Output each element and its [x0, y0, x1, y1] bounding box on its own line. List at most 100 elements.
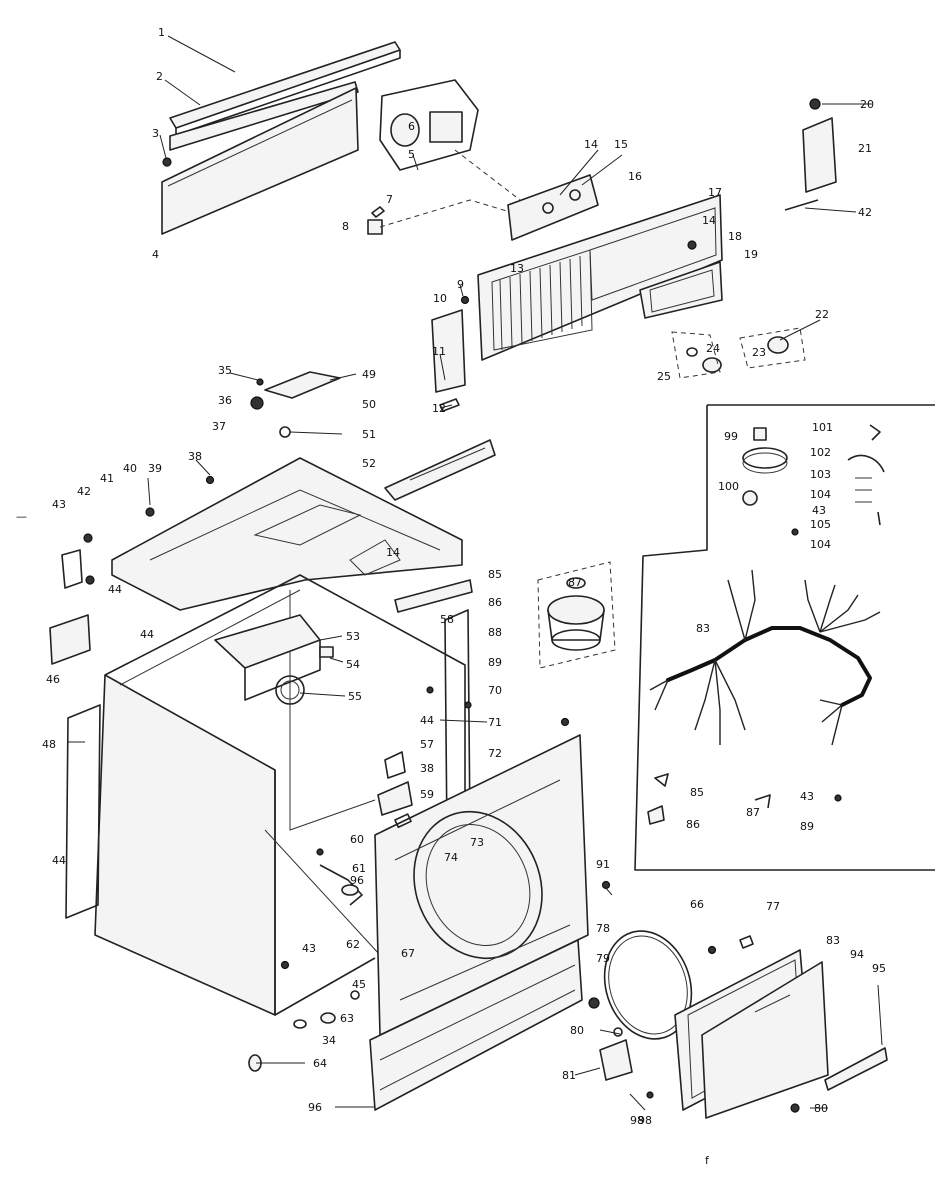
switch-57-59	[377, 751, 413, 816]
callout-44a: 44	[108, 583, 122, 596]
leader-lines	[68, 35, 883, 1111]
callout-99: 99	[724, 430, 738, 443]
screw-43b	[280, 960, 290, 970]
harness-clamp-99	[742, 427, 788, 474]
hardware-clip-left	[61, 533, 95, 589]
screw-71	[560, 717, 570, 727]
callout-70: 70	[488, 684, 502, 697]
callout-43c: 43	[812, 504, 826, 517]
callout-35: 35	[218, 364, 232, 377]
callout-22: 22	[815, 308, 829, 321]
nameplate-18-19	[639, 261, 723, 319]
callout-42b: 42	[77, 485, 91, 498]
callout-94: 94	[850, 948, 864, 961]
callout-74: 74	[444, 851, 458, 864]
callout-96a: 96	[350, 874, 364, 887]
callout-63: 63	[340, 1012, 354, 1025]
callout-77: 77	[766, 900, 780, 913]
callout-43b: 43	[302, 942, 316, 955]
control-panel-grille	[499, 255, 583, 351]
screw-20	[809, 98, 821, 110]
callout-103: 103	[810, 468, 831, 481]
callout-86a: 86	[488, 596, 502, 609]
callout-1: 1	[158, 26, 165, 39]
callout-83b: 83	[826, 934, 840, 947]
callout-50: 50	[362, 398, 376, 411]
bracket-10	[431, 309, 466, 393]
callout-104a: 104	[810, 488, 831, 501]
callout-40: 40	[123, 462, 137, 475]
callout-5: 5	[408, 148, 415, 161]
callout-20: 20	[860, 98, 874, 111]
callout-44c: 44	[420, 714, 434, 727]
callout-mark: —	[16, 510, 27, 523]
callout-48: 48	[42, 738, 56, 751]
callout-53: 53	[346, 630, 360, 643]
callout-46: 46	[46, 673, 60, 686]
callout-4: 4	[152, 248, 159, 261]
lid-49	[264, 371, 341, 399]
seal-ring-55	[275, 675, 305, 705]
callout-98a: 98	[638, 1114, 652, 1127]
callout-104b: 104	[810, 538, 831, 551]
callout-79: 79	[596, 952, 610, 965]
screw-39	[145, 507, 155, 517]
callout-87b: 87	[746, 806, 760, 819]
hinge-36-37	[250, 378, 291, 438]
callout-72: 72	[488, 747, 502, 760]
wiring-harness-panel	[634, 404, 935, 871]
callout-66: 66	[690, 898, 704, 911]
clip-12	[439, 398, 460, 412]
callout-96b: 96	[308, 1101, 322, 1114]
callout-91: 91	[596, 858, 610, 871]
cabinet-shell	[94, 574, 466, 1016]
callout-42a: 42	[858, 206, 872, 219]
callout-3: 3	[152, 127, 159, 140]
screw-14b	[687, 240, 697, 250]
door-hinge-81	[599, 1027, 654, 1099]
callout-88: 88	[488, 626, 502, 639]
callout-25: 25	[657, 370, 671, 383]
callout-41: 41	[100, 472, 114, 485]
callout-52: 52	[362, 457, 376, 470]
pump-box	[537, 561, 616, 669]
bracket-46	[49, 614, 91, 665]
callout-85b: 85	[690, 786, 704, 799]
callout-43d: 43	[800, 790, 814, 803]
callout-100: 100	[718, 480, 739, 493]
callout-71: 71	[488, 716, 502, 729]
screw-9	[460, 295, 470, 305]
callout-f: f	[705, 1154, 710, 1167]
callout-102: 102	[810, 446, 831, 459]
door-handle-95	[824, 1047, 888, 1091]
back-panel	[161, 87, 359, 235]
callout-62: 62	[346, 938, 360, 951]
callout-23: 23	[752, 346, 766, 359]
callout-81: 81	[562, 1069, 576, 1082]
callout-12: 12	[432, 402, 446, 415]
screw-79	[588, 997, 600, 1009]
callout-86b: 86	[686, 818, 700, 831]
callout-9: 9	[457, 278, 464, 291]
callout-2: 2	[156, 70, 163, 83]
callout-85: 85	[488, 568, 502, 581]
callout-73: 73	[470, 836, 484, 849]
timer-assembly-box	[379, 79, 479, 171]
grommet-54	[319, 646, 334, 658]
callout-18: 18	[728, 230, 742, 243]
pin-42	[784, 199, 819, 211]
callout-57: 57	[420, 738, 434, 751]
callout-13: 13	[510, 262, 524, 275]
callout-44d: 44	[52, 854, 66, 867]
screw-66-77	[707, 935, 754, 955]
callout-21: 21	[858, 142, 872, 155]
callout-67: 67	[401, 947, 415, 960]
screw-38a	[205, 475, 215, 485]
door-seal-78	[603, 930, 693, 1040]
callout-51: 51	[362, 428, 376, 441]
callout-61: 61	[352, 862, 366, 875]
control-panel-17	[477, 194, 723, 361]
callout-44b: 44	[140, 628, 154, 641]
callout-64: 64	[313, 1057, 327, 1070]
callout-89b: 89	[800, 820, 814, 833]
